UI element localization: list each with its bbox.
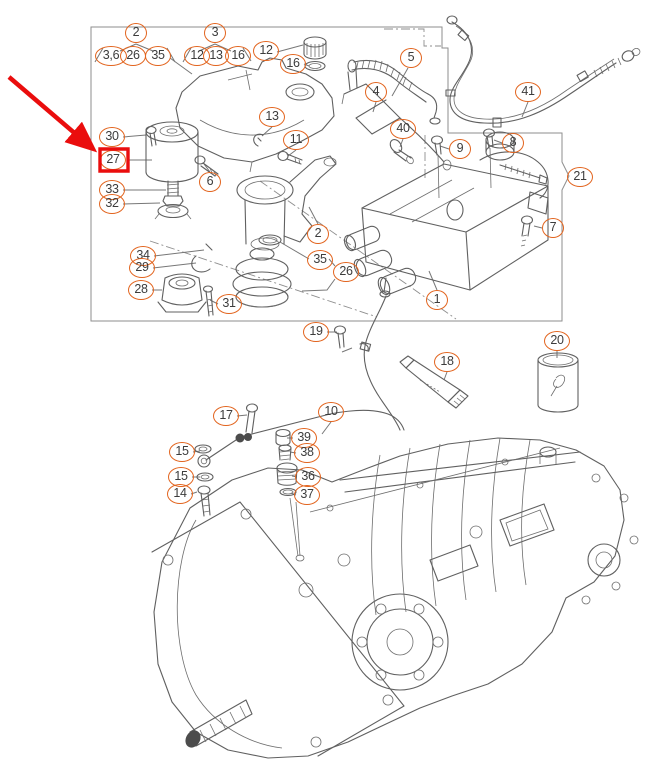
callout-41-13[interactable]: 41 xyxy=(515,82,541,102)
callout-19-33[interactable]: 19 xyxy=(303,322,329,342)
callout-38-42[interactable]: 38 xyxy=(294,443,320,463)
callout-13-19[interactable]: 13 xyxy=(259,107,285,127)
bolt-30 xyxy=(146,127,156,147)
callout-2-25[interactable]: 2 xyxy=(307,224,329,244)
callout-4-11[interactable]: 4 xyxy=(365,82,387,102)
transmission-housing xyxy=(152,438,638,758)
pin-34 xyxy=(206,244,212,250)
callout-16-7[interactable]: 16 xyxy=(225,46,251,66)
nipple-38 xyxy=(279,445,291,460)
callout-35-4[interactable]: 35 xyxy=(145,46,171,66)
callout-37-44[interactable]: 37 xyxy=(294,485,320,505)
bolt-7 xyxy=(521,216,533,246)
callout-36-43[interactable]: 36 xyxy=(295,467,321,487)
washer-15-upper xyxy=(195,445,211,453)
diagram-border xyxy=(91,27,569,321)
callout-29-27[interactable]: 29 xyxy=(129,258,155,278)
oil-can-20 xyxy=(538,353,578,412)
oil-filter-canister-27 xyxy=(146,122,198,196)
nut-33 xyxy=(163,196,183,206)
bolt-8 xyxy=(484,129,495,188)
callout-3-1[interactable]: 3 xyxy=(204,23,226,43)
oil-reservoir xyxy=(176,58,334,172)
washer-15-lower xyxy=(197,473,213,481)
bolt-11 xyxy=(278,152,302,165)
callout-35-30[interactable]: 35 xyxy=(307,250,333,270)
callout-32-17[interactable]: 32 xyxy=(99,194,125,214)
pipe-10 xyxy=(198,296,404,467)
callout-18-34[interactable]: 18 xyxy=(434,352,460,372)
callout-28-28[interactable]: 28 xyxy=(128,280,154,300)
callout-6-18[interactable]: 6 xyxy=(199,172,221,192)
rubber-boot-26 xyxy=(233,248,291,307)
callout-21-23[interactable]: 21 xyxy=(567,167,593,187)
callout-26-31[interactable]: 26 xyxy=(333,262,359,282)
hose-5 xyxy=(348,60,440,124)
callout-20-35[interactable]: 20 xyxy=(544,331,570,351)
lock-washer-32 xyxy=(155,205,191,220)
hose-41 xyxy=(446,16,641,127)
callout-17-37[interactable]: 17 xyxy=(213,406,239,426)
bolt-9 xyxy=(432,136,443,198)
callout-31-29[interactable]: 31 xyxy=(216,294,242,314)
fitting-40 xyxy=(388,137,415,165)
callout-2-0[interactable]: 2 xyxy=(125,23,147,43)
clip-13 xyxy=(254,134,263,146)
callout-7-24[interactable]: 7 xyxy=(542,218,564,238)
callout-8-22[interactable]: 8 xyxy=(502,133,524,153)
callout-27-15[interactable]: 27 xyxy=(100,150,126,170)
bolt-31 xyxy=(204,286,214,316)
sealant-tube-18 xyxy=(400,356,468,408)
o-ring-35 xyxy=(259,235,281,245)
leader-lines xyxy=(95,44,557,495)
filler-cap xyxy=(304,37,326,59)
clip-29 xyxy=(192,256,210,272)
bolt-19-with-clip xyxy=(335,326,369,350)
bolt-17 xyxy=(244,404,258,441)
callout-26-3[interactable]: 26 xyxy=(120,46,146,66)
rubber-mount-28 xyxy=(158,274,206,312)
callout-9-21[interactable]: 9 xyxy=(449,139,471,159)
callout-5-10[interactable]: 5 xyxy=(400,48,422,68)
callout-1-32[interactable]: 1 xyxy=(426,290,448,310)
callout-16-9[interactable]: 16 xyxy=(280,54,306,74)
hydraulic-unit-1 xyxy=(342,132,548,297)
callout-15-38[interactable]: 15 xyxy=(169,442,195,462)
fitting-36 xyxy=(277,463,297,485)
callout-40-12[interactable]: 40 xyxy=(390,119,416,139)
callout-10-36[interactable]: 10 xyxy=(318,402,344,422)
callout-11-20[interactable]: 11 xyxy=(283,130,309,150)
callout-12-8[interactable]: 12 xyxy=(253,41,279,61)
callout-14-40[interactable]: 14 xyxy=(167,484,193,504)
callout-30-14[interactable]: 30 xyxy=(99,127,125,147)
